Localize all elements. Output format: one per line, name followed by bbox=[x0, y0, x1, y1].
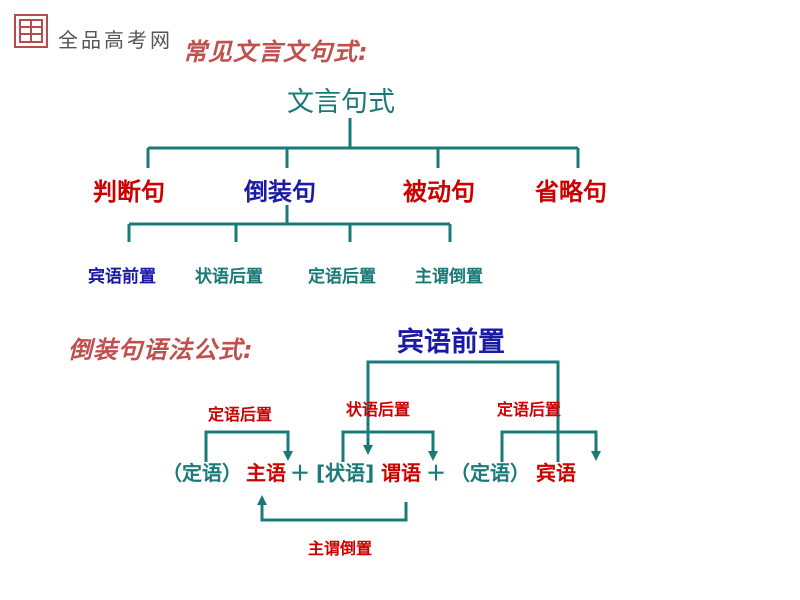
formula-title: 倒装句语法公式: bbox=[68, 336, 254, 364]
formula-predicate: 谓语 bbox=[381, 461, 421, 485]
tree-root: 文言句式 bbox=[287, 87, 395, 118]
subtype-adverbial-postpose: 状语后置 bbox=[195, 267, 263, 287]
logo-text: 全品高考网 bbox=[58, 28, 173, 52]
formula-attributive-1: （定语） bbox=[162, 461, 242, 485]
category-judgment: 判断句 bbox=[93, 178, 165, 206]
subtype-attributive-postpose: 定语后置 bbox=[308, 267, 376, 287]
subtype-object-fronting: 宾语前置 bbox=[88, 267, 156, 287]
formula-plus-2: ＋ bbox=[426, 461, 446, 485]
label-subject-predicate-inversion: 主谓倒置 bbox=[308, 539, 373, 558]
formula-adverbial: [状语] bbox=[316, 461, 375, 485]
category-ellipsis: 省略句 bbox=[535, 178, 607, 206]
subtype-subject-predicate-inversion: 主谓倒置 bbox=[415, 267, 483, 287]
label-attributive-postpose-2: 定语后置 bbox=[497, 400, 562, 419]
tree-title: 常见文言文句式: bbox=[183, 38, 369, 66]
logo-icon bbox=[14, 14, 48, 48]
formula-object: 宾语 bbox=[536, 461, 576, 485]
label-object-fronting: 宾语前置 bbox=[397, 327, 505, 358]
formula-attributive-2: （定语） bbox=[450, 461, 530, 485]
label-attributive-postpose-1: 定语后置 bbox=[208, 405, 273, 424]
label-adverbial-postpose: 状语后置 bbox=[346, 400, 411, 419]
category-inversion: 倒装句 bbox=[244, 178, 316, 206]
formula-plus-1: ＋ bbox=[290, 461, 310, 485]
category-passive: 被动句 bbox=[403, 178, 475, 206]
formula-subject: 主语 bbox=[246, 461, 286, 485]
